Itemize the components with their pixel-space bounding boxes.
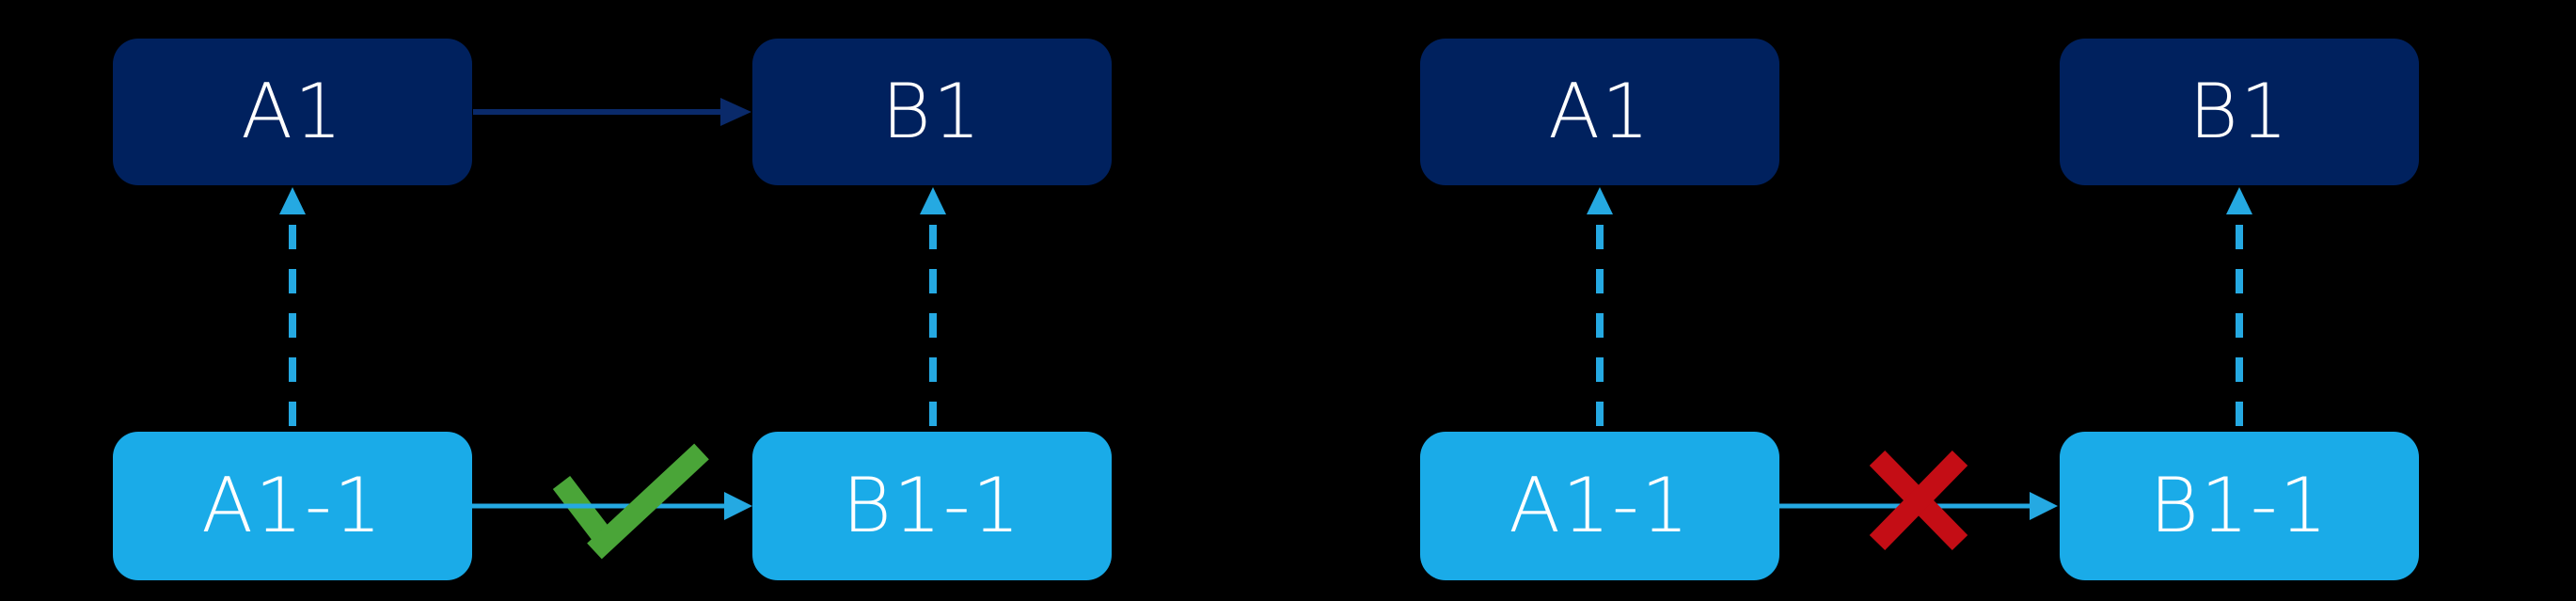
a11-to-b11-arrowhead xyxy=(724,492,752,520)
node-a1-1-left: A1-1 xyxy=(113,432,472,580)
a1-to-b1-arrowhead xyxy=(720,98,751,126)
b11-to-b1-arrowhead-right xyxy=(2226,187,2252,214)
check-icon-right-arm xyxy=(587,443,709,560)
a11-to-b11-arrowhead-right xyxy=(2030,492,2058,520)
node-b1-1-left: B1-1 xyxy=(752,432,1112,580)
left-diagram-connectors xyxy=(279,98,946,560)
node-b1-left: B1 xyxy=(752,39,1112,185)
node-a1-left: A1 xyxy=(113,39,472,185)
node-a1-right: A1 xyxy=(1420,39,1779,185)
node-b1-right: B1 xyxy=(2060,39,2419,185)
node-a1-1-right: A1-1 xyxy=(1420,432,1779,580)
cross-icon xyxy=(1869,450,1968,551)
a11-to-a1-arrowhead-right xyxy=(1587,187,1613,214)
cross-icon-stroke-up xyxy=(1869,450,1968,551)
right-diagram-connectors xyxy=(1587,187,2252,551)
a11-to-a1-arrowhead xyxy=(279,187,306,214)
b11-to-b1-arrowhead xyxy=(920,187,946,214)
node-b1-1-right: B1-1 xyxy=(2060,432,2419,580)
